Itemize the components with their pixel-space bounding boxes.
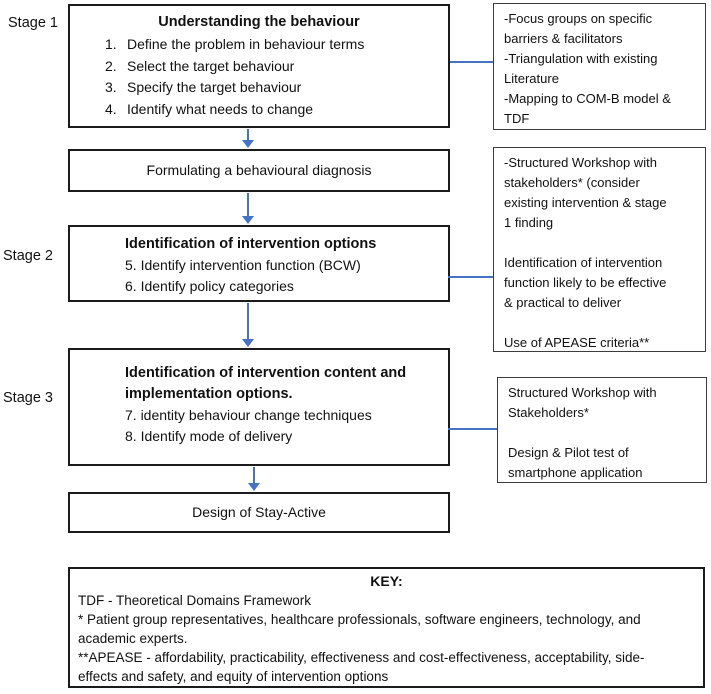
- diagnosis-box: Formulating a behavioural diagnosis: [68, 149, 450, 192]
- side-note-stage1: -Focus groups on specific barriers & fac…: [493, 3, 706, 130]
- stage2-box-title: Identification of intervention options: [125, 236, 377, 252]
- list-item-text: Select the target behaviour: [127, 57, 295, 74]
- arrow-shaft: [247, 303, 249, 339]
- stage2-box: Identification of intervention options 5…: [68, 225, 450, 302]
- arrow-shaft: [247, 193, 249, 216]
- list-item: 2. Select the target behaviour: [70, 56, 448, 78]
- down-arrow-icon: [242, 303, 254, 347]
- stage-2-label: Stage 2: [3, 248, 53, 264]
- stage-1-label: Stage 1: [8, 15, 58, 31]
- arrow-head: [242, 216, 254, 224]
- down-arrow-icon: [248, 467, 260, 491]
- diagnosis-box-title: Formulating a behavioural diagnosis: [146, 162, 372, 178]
- connector-line-stage2: [448, 276, 493, 278]
- list-item-number: 3.: [105, 79, 117, 95]
- list-item-text: Identify what needs to change: [127, 100, 314, 117]
- list-item: 7. identity behaviour change techniques: [125, 407, 372, 423]
- stage3-box: Identification of intervention content a…: [68, 348, 450, 466]
- design-box-title: Design of Stay-Active: [192, 504, 326, 520]
- list-item: 4. Identify what needs to change: [70, 99, 448, 121]
- side-note-stage2: -Structured Workshop with stakeholders* …: [493, 147, 706, 352]
- list-item-number: 2.: [105, 57, 117, 74]
- list-item: 6. Identify policy categories: [125, 278, 294, 294]
- list-item-text: Specify the target behaviour: [127, 79, 302, 95]
- connector-line-stage3: [448, 428, 497, 430]
- stage-3-label: Stage 3: [3, 390, 53, 406]
- arrow-shaft: [253, 467, 255, 483]
- down-arrow-icon: [242, 129, 254, 148]
- key-box: KEY: TDF - Theoretical Domains Framework…: [68, 567, 705, 688]
- side-note-stage3: Structured Workshop with Stakeholders* D…: [497, 377, 707, 483]
- list-item: 1. Define the problem in behaviour terms: [70, 34, 448, 56]
- down-arrow-icon: [242, 193, 254, 224]
- list-item: 5. Identify intervention function (BCW): [125, 257, 361, 273]
- list-item: 3. Specify the target behaviour: [70, 77, 448, 99]
- arrow-head: [248, 483, 260, 491]
- arrow-shaft: [247, 129, 249, 140]
- connector-line-stage1: [450, 61, 493, 63]
- list-item-number: 4.: [105, 100, 117, 117]
- stage1-box: Understanding the behaviour 1. Define th…: [68, 4, 450, 128]
- list-item: 8. Identify mode of delivery: [125, 428, 293, 444]
- key-body: TDF - Theoretical Domains Framework * Pa…: [78, 593, 645, 684]
- list-item-text: Define the problem in behaviour terms: [127, 36, 365, 52]
- stage3-box-title: Identification of intervention content a…: [125, 365, 407, 402]
- arrow-head: [242, 140, 254, 148]
- stage1-step-list: 1. Define the problem in behaviour terms…: [70, 34, 448, 120]
- stage1-box-title: Understanding the behaviour: [158, 14, 360, 30]
- list-item-number: 1.: [105, 36, 117, 52]
- key-title: KEY:: [370, 573, 403, 589]
- design-box: Design of Stay-Active: [68, 492, 450, 533]
- arrow-head: [242, 339, 254, 347]
